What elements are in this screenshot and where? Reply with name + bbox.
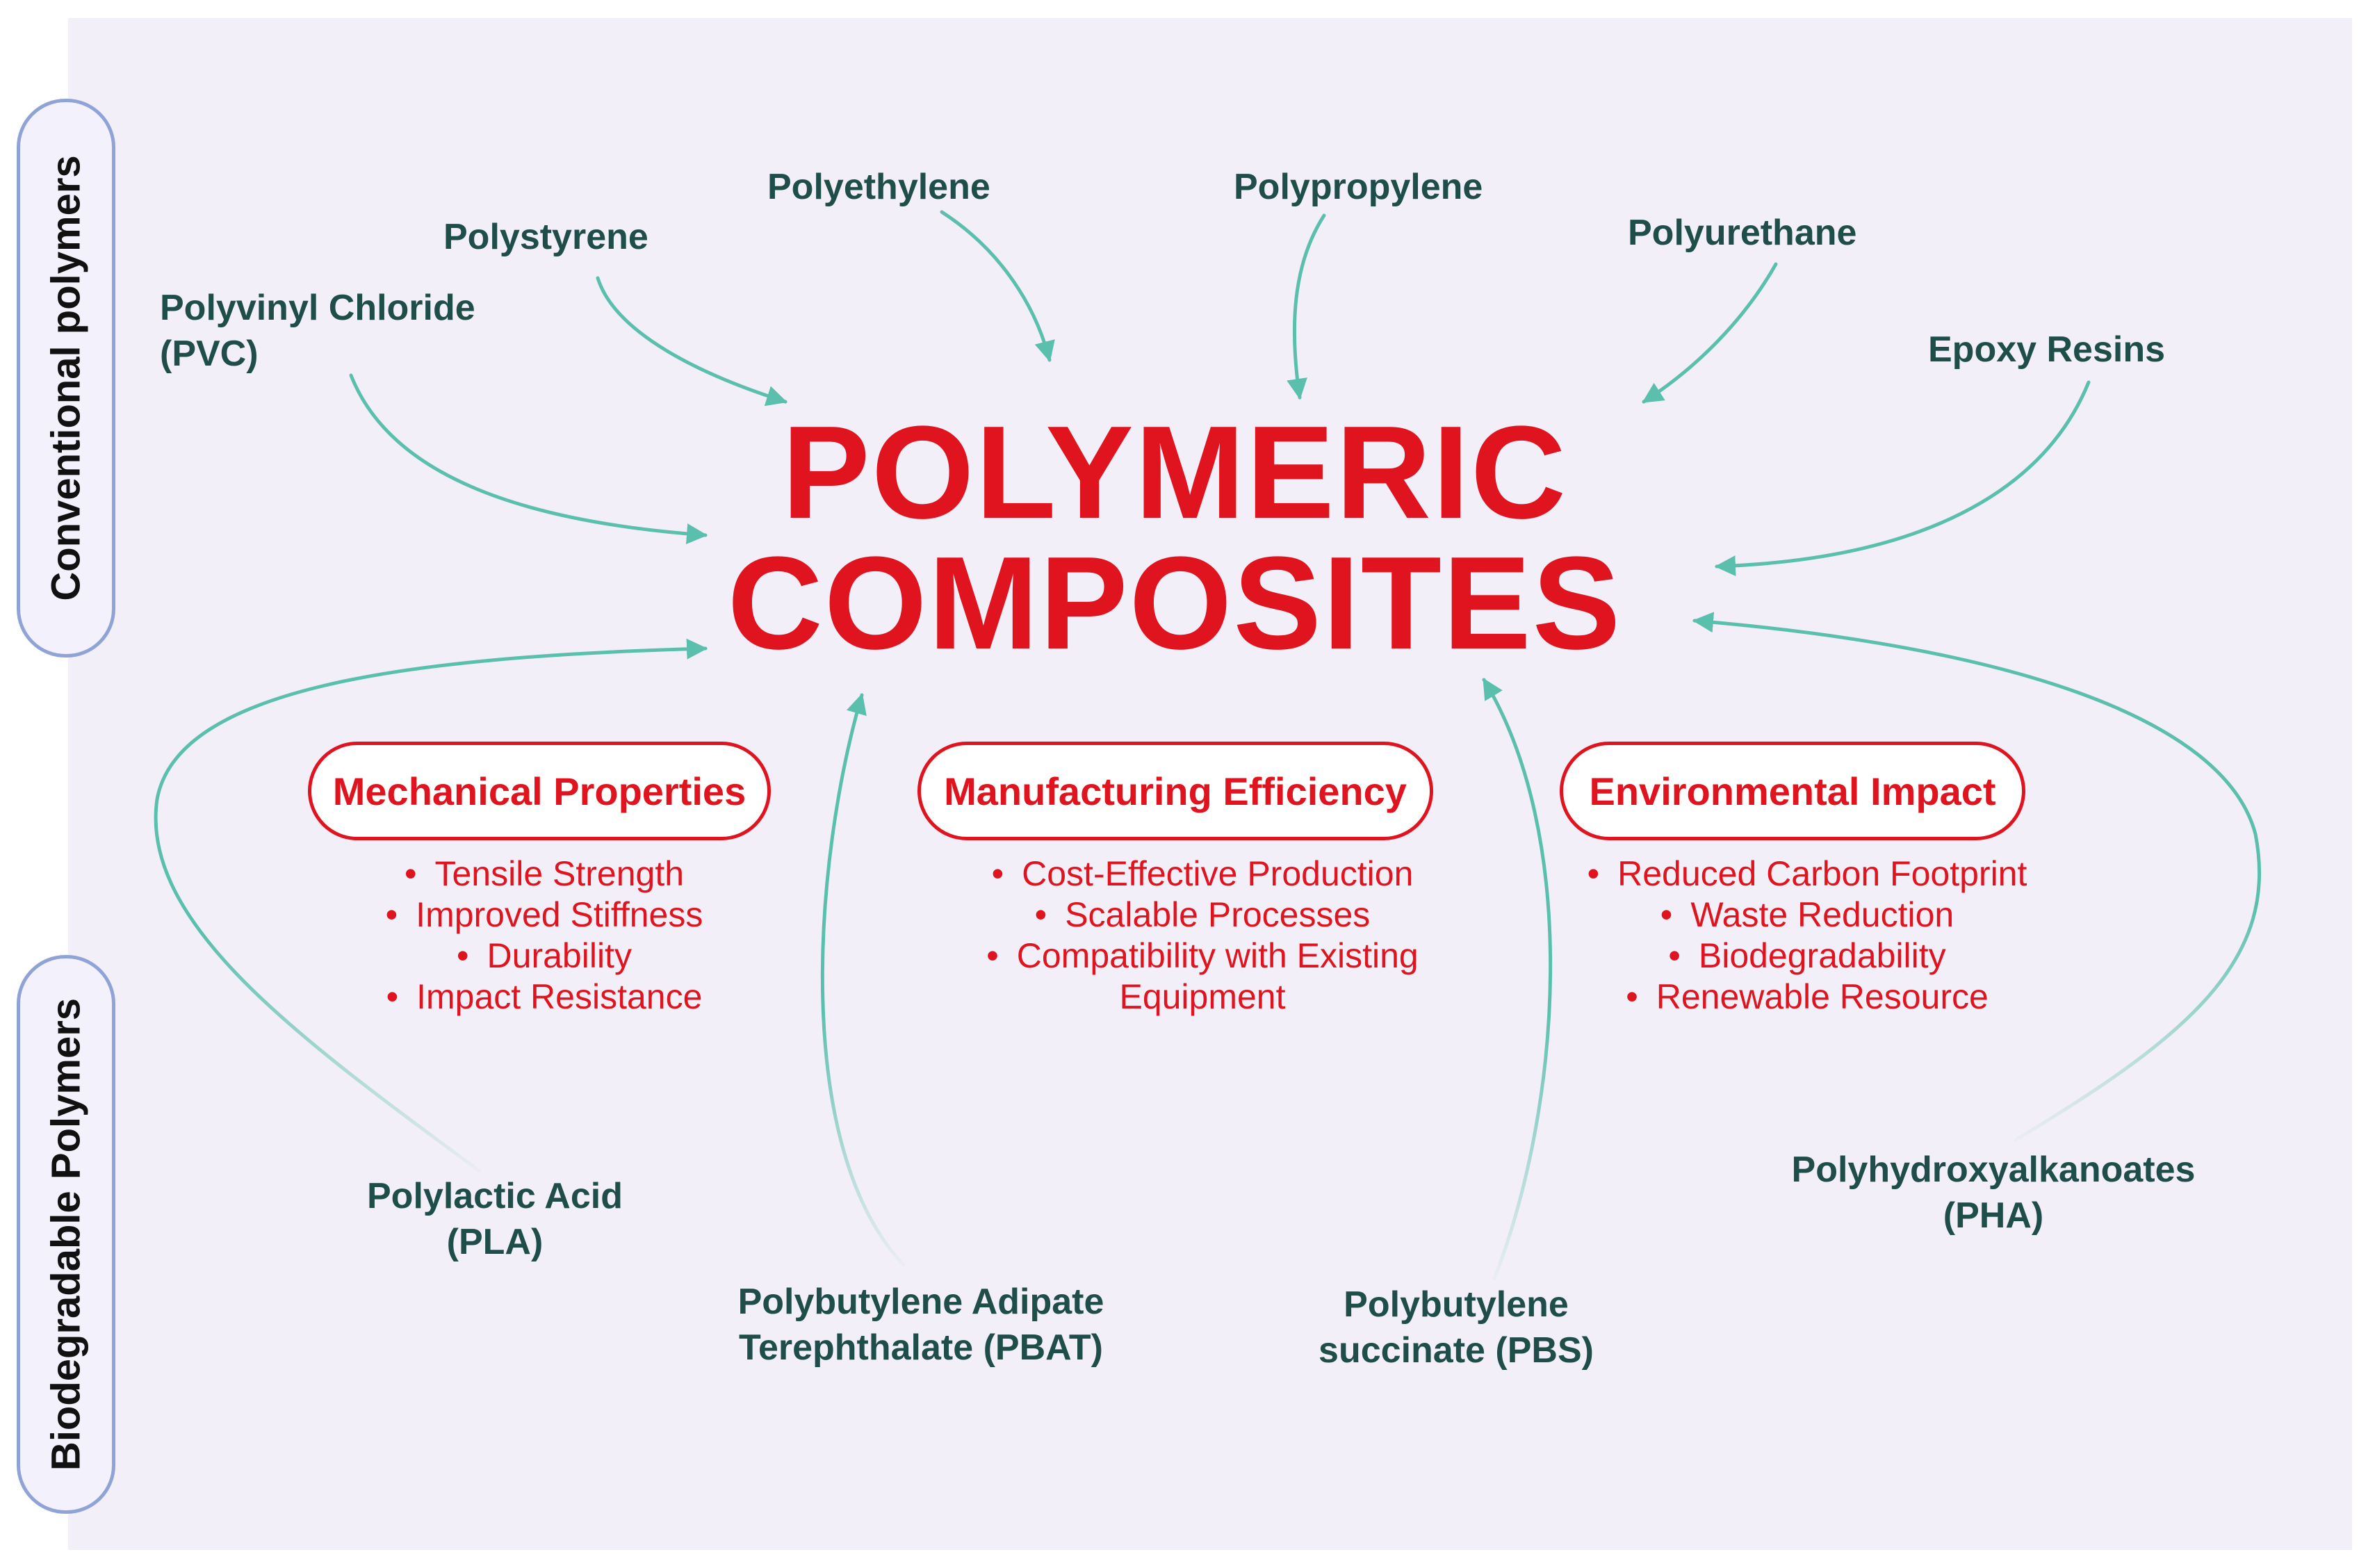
title-line-1: POLYMERIC bbox=[781, 399, 1568, 546]
list-item: Waste Reduction bbox=[1587, 895, 2027, 936]
pbat-label: Polybutylene Adipate Terephthalate (PBAT… bbox=[737, 1282, 1104, 1368]
pha-label: Polyhydroxyalkanoates (PHA) bbox=[1791, 1150, 2196, 1236]
manufacturing-efficiency-list: Cost-Effective Production Scalable Proce… bbox=[986, 854, 1419, 1018]
list-item: Durability bbox=[386, 936, 703, 977]
polyethylene-label: Polyethylene bbox=[767, 167, 990, 207]
polypropylene-label: Polypropylene bbox=[1234, 167, 1483, 207]
epoxy-resins-label: Epoxy Resins bbox=[1928, 329, 2166, 370]
list-item: Cost-Effective Production bbox=[986, 854, 1419, 895]
list-item: Renewable Resource bbox=[1587, 977, 2027, 1018]
biodegradable-polymers-text: Biodegradable Polymers bbox=[43, 997, 89, 1471]
conventional-polymers-text: Conventional polymers bbox=[43, 155, 89, 601]
list-item: Improved Stiffness bbox=[386, 895, 703, 936]
manufacturing-efficiency-heading: Manufacturing Efficiency bbox=[917, 742, 1433, 840]
biodegradable-polymers-label: Biodegradable Polymers bbox=[17, 955, 115, 1514]
environmental-impact-heading: Environmental Impact bbox=[1560, 742, 2025, 840]
list-item-continuation: Equipment bbox=[1119, 977, 1286, 1016]
conventional-polymers-label: Conventional polymers bbox=[17, 99, 115, 658]
mechanical-properties-heading: Mechanical Properties bbox=[308, 742, 771, 840]
list-item: Compatibility with Existing bbox=[986, 936, 1419, 977]
title-line-2: COMPOSITES bbox=[727, 530, 1622, 677]
pvc-label: Polyvinyl Chloride (PVC) bbox=[160, 288, 475, 374]
list-item: Impact Resistance bbox=[386, 977, 703, 1018]
mechanical-properties-list: Tensile Strength Improved Stiffness Dura… bbox=[386, 854, 703, 1018]
pla-label: Polylactic Acid (PLA) bbox=[367, 1176, 623, 1262]
list-item: Biodegradability bbox=[1587, 936, 2027, 977]
environmental-impact-list: Reduced Carbon Footprint Waste Reduction… bbox=[1587, 854, 2027, 1018]
pbs-label: Polybutylene succinate (PBS) bbox=[1319, 1284, 1594, 1371]
list-item: Reduced Carbon Footprint bbox=[1587, 854, 2027, 895]
polystyrene-label: Polystyrene bbox=[443, 217, 648, 257]
list-item: Tensile Strength bbox=[386, 854, 703, 895]
list-item: Scalable Processes bbox=[986, 895, 1419, 936]
polyurethane-label: Polyurethane bbox=[1628, 213, 1857, 253]
